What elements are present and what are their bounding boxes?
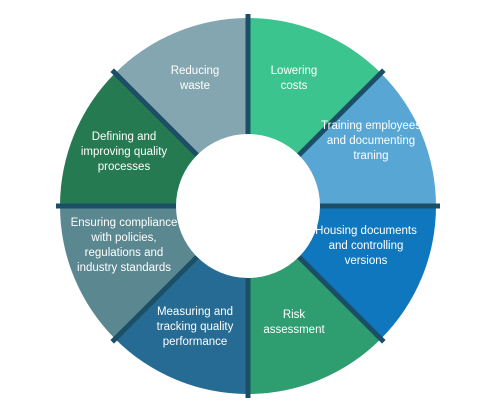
segment-label-training-employees: Training employees and documenting trani… <box>321 120 421 162</box>
center-hub <box>176 134 320 278</box>
segment-label-defining-processes: Defining and improving quality processes <box>80 131 168 173</box>
center-title: Quality management goals and objectives <box>188 170 308 204</box>
segment-label-housing-documents: Housing documents and controlling versio… <box>315 225 417 267</box>
segment-label-lowering-costs: Lowering costs <box>270 65 318 92</box>
segment-label-reducing-waste: Reducing waste <box>170 65 220 92</box>
segment-label-measuring-tracking: Measuring and tracking quality performan… <box>156 306 234 348</box>
segment-label-ensuring-compliance: Ensuring compliance with policies, regul… <box>70 217 178 274</box>
segment-label-risk-assessment: Risk assessment <box>263 309 325 336</box>
